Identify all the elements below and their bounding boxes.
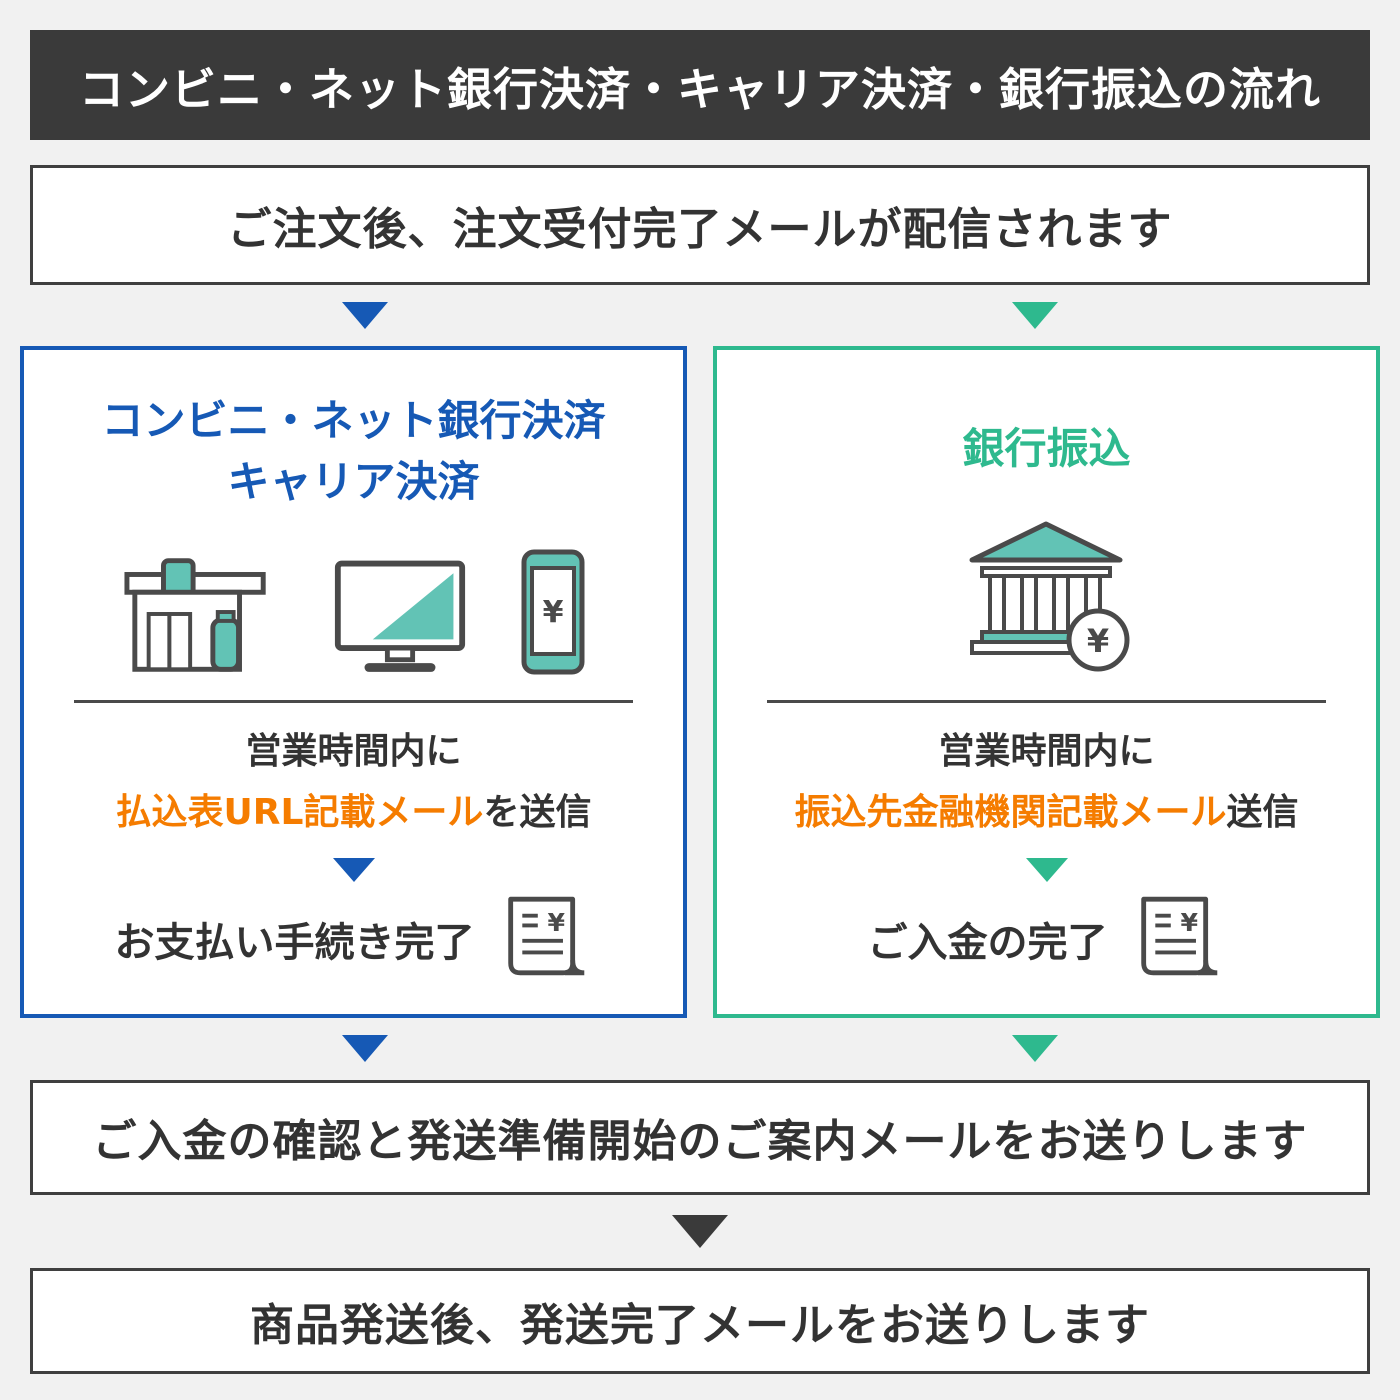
down-arrow-blue-icon [342, 302, 388, 330]
divider [767, 699, 1326, 703]
notice-highlight: 払込表URL記載メール [115, 791, 484, 833]
panel-title-zone: コンビニ・ネット銀行決済 キャリア決済 [101, 388, 605, 515]
deposit-complete-label: ご入金の完了 [867, 920, 1108, 967]
panel-convenience-carrier-payment: コンビニ・ネット銀行決済 キャリア決済 [20, 346, 687, 1019]
notice-line2: 振込先金融機関記載メール送信 [794, 790, 1298, 837]
panel-title: 銀行振込 [962, 423, 1131, 473]
divider [74, 699, 633, 703]
payment-icons: ¥ [958, 518, 1136, 680]
receipt-icon: ¥ [501, 894, 593, 984]
panel-title-line1: コンビニ・ネット銀行決済 [101, 395, 606, 445]
notice-line1: 営業時間内に [245, 730, 462, 772]
arrow-row-top [30, 285, 1370, 346]
step-shipping-complete: 商品発送後、発送完了メールをお送りします [30, 1267, 1370, 1374]
panel-notice: 営業時間内に 振込先金融機関記載メール送信 [794, 729, 1298, 837]
panel-title-line2: キャリア決済 [227, 456, 480, 506]
deposit-complete-row: ご入金の完了 ¥ [868, 894, 1226, 984]
panel-notice: 営業時間内に 払込表URL記載メールを送信 [116, 729, 592, 837]
down-arrow-blue-icon [332, 858, 375, 883]
notice-suffix: を送信 [483, 791, 592, 833]
down-arrow-green-icon [1012, 302, 1058, 330]
page-title: コンビニ・ネット銀行決済・キャリア決済・銀行振込の流れ [30, 30, 1370, 140]
panel-title-zone: 銀行振込 [962, 388, 1130, 509]
svg-text:¥: ¥ [1180, 909, 1198, 938]
down-arrow-green-icon [1012, 1035, 1058, 1063]
svg-text:¥: ¥ [547, 909, 565, 938]
arrow-row-final [30, 1195, 1370, 1268]
receipt-icon: ¥ [1134, 894, 1226, 984]
down-arrow-dark-icon [672, 1214, 728, 1248]
computer-monitor-icon [332, 558, 468, 680]
svg-text:¥: ¥ [542, 595, 563, 630]
step-payment-confirmed: ご入金の確認と発送準備開始のご案内メールをお送りします [30, 1079, 1370, 1195]
payment-complete-row: お支払い手続き完了 ¥ [115, 894, 593, 984]
step-order-received: ご注文後、注文受付完了メールが配信されます [30, 165, 1370, 285]
payment-icons: ¥ [122, 523, 586, 680]
smartphone-icon: ¥ [520, 548, 586, 680]
payment-method-columns: コンビニ・ネット銀行決済 キャリア決済 [20, 346, 1380, 1019]
payment-complete-label: お支払い手続き完了 [114, 920, 475, 967]
panel-bank-transfer: 銀行振込 ¥ [713, 346, 1380, 1019]
notice-line1: 営業時間内に [938, 730, 1155, 772]
svg-text:¥: ¥ [1086, 622, 1108, 660]
notice-highlight: 振込先金融機関記載メール [794, 791, 1227, 833]
notice-line2: 払込表URL記載メールを送信 [116, 790, 592, 837]
notice-suffix: 送信 [1226, 791, 1299, 833]
down-arrow-green-icon [1025, 858, 1068, 883]
arrow-row-bottom [30, 1018, 1370, 1079]
convenience-store-icon [122, 550, 280, 680]
bank-icon: ¥ [958, 518, 1136, 680]
down-arrow-blue-icon [342, 1035, 388, 1063]
